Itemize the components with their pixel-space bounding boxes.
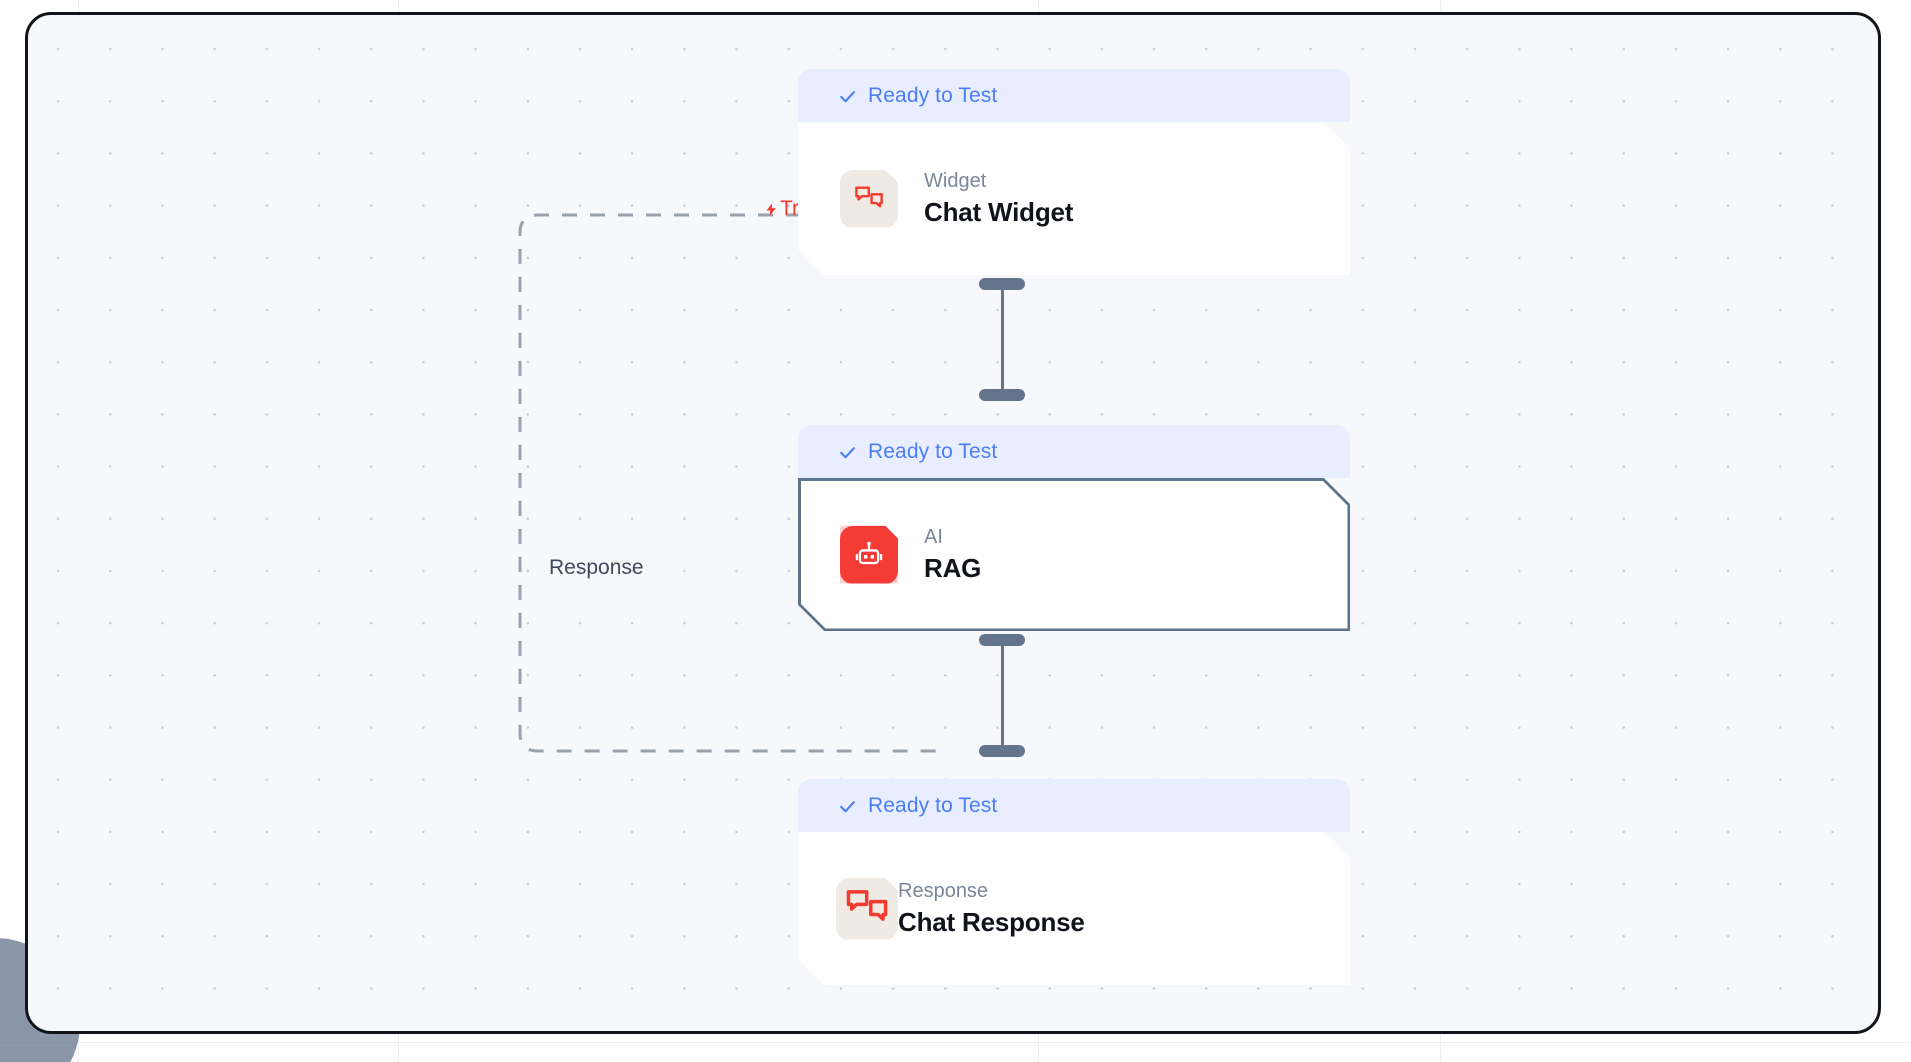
node-status-text: Ready to Test [868,439,998,463]
check-icon [838,443,857,462]
node-status-text: Ready to Test [868,793,998,817]
chat-bubbles-icon [836,878,898,940]
node-card-body[interactable]: Widget Chat Widget [798,122,1350,275]
robot-icon [840,526,898,584]
background-grid-line [0,1042,1911,1043]
node-status-text: Ready to Test [868,83,998,107]
node-card-body[interactable]: Response Chat Response [798,832,1350,985]
connector-line-widget-rag [1000,284,1004,392]
node-input-handle-chat-response[interactable] [979,745,1025,757]
node-text: Response Chat Response [898,880,1085,938]
node-kind-label: Widget [924,169,987,192]
node-card-body[interactable]: AI RAG [798,478,1350,631]
node-status-header: Ready to Test [798,69,1350,122]
chat-bubbles-icon [840,170,898,228]
node-kind-label: AI [924,525,943,548]
node-kind-label: Response [898,879,989,902]
node-status-header: Ready to Test [798,779,1350,832]
node-status-header: Ready to Test [798,425,1350,478]
node-chat-response[interactable]: Ready to Test Response Chat Response [798,779,1350,985]
node-title: Chat Response [898,906,1085,937]
node-text: Widget Chat Widget [924,170,1073,228]
node-text: AI RAG [924,526,981,584]
node-chat-widget[interactable]: Ready to Test Widget Chat Widget [798,69,1350,275]
lightning-bolt-icon [764,200,779,219]
check-icon [838,797,857,816]
check-icon [838,87,857,106]
node-title: RAG [924,552,982,583]
node-input-handle-rag[interactable] [979,389,1025,401]
flow-canvas[interactable]: Trigger Response Ready to Test [25,12,1881,1034]
node-title: Chat Widget [924,196,1074,227]
connector-line-rag-response [1000,640,1004,748]
node-rag[interactable]: Ready to Test AI RAG [798,425,1350,631]
edge-label-response: Response [549,556,644,579]
